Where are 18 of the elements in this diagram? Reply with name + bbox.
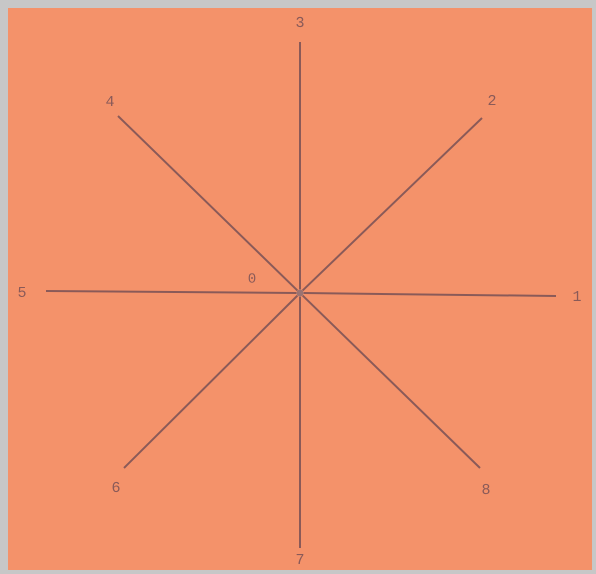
line [304, 292, 556, 297]
line [46, 290, 296, 294]
line [302, 294, 481, 469]
center-dot [296, 290, 304, 296]
number-label: 4 [106, 96, 114, 106]
number-label: 1 [574, 291, 581, 301]
number-label: 7 [296, 554, 304, 564]
number-label: 2 [488, 94, 496, 106]
origin-label: 0 [248, 273, 256, 283]
line [299, 42, 301, 290]
line [299, 296, 301, 548]
number-label: 8 [482, 484, 490, 494]
line [123, 294, 298, 469]
line [302, 117, 483, 292]
number-label: 6 [112, 482, 120, 492]
number-label: 3 [296, 16, 304, 28]
number-label: 5 [18, 286, 26, 297]
line [117, 115, 298, 292]
